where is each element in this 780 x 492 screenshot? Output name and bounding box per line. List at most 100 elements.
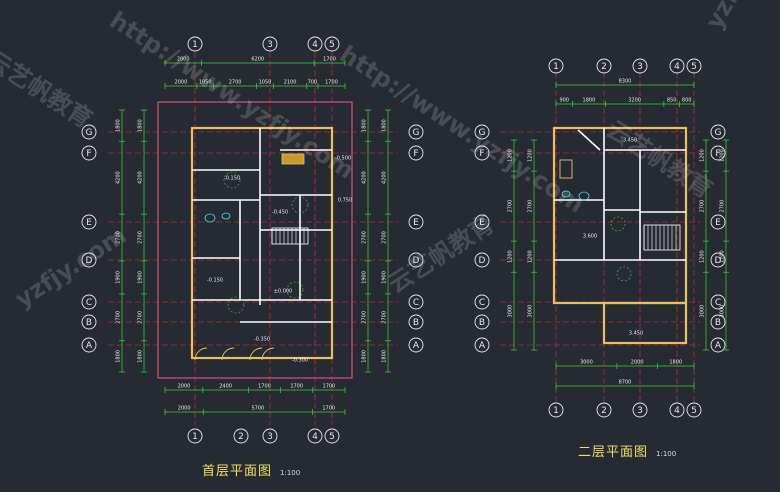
- second-balcony-wall: [602, 301, 688, 345]
- second-row-bubble-right-F-circle: [710, 145, 726, 161]
- ground-col-bubble-bottom-5-circle: [324, 428, 340, 444]
- ground-col-bubble-top-4-text: 4: [312, 40, 318, 50]
- ground-toilet-icon: [204, 213, 216, 223]
- second-row-bubble-left-F-circle: [474, 145, 490, 161]
- ground-col-bubble-bottom-4-circle: [307, 428, 323, 444]
- second-level-label: 3.600: [583, 234, 597, 240]
- second-col-bubble-bottom-3-circle: [632, 402, 648, 418]
- second-col-bubble-top-1-circle: [548, 58, 564, 74]
- second-row-bubble-left-A-circle: [474, 337, 490, 353]
- ground-door-swing: [249, 347, 263, 361]
- ground-row-bubble-left-A-circle: [81, 337, 97, 353]
- second-row-bubble-left-D-text: D: [479, 256, 486, 266]
- ground-row-bubble-right-G-circle: [408, 124, 424, 140]
- second-row-bubble-left-A-text: A: [479, 341, 486, 351]
- ground-level-label: -0.450: [272, 210, 288, 216]
- ground-area-marker: [286, 281, 304, 299]
- ground-row-bubble-right-C-text: C: [413, 298, 419, 308]
- second-dim-top-inner-label: 900: [559, 98, 569, 104]
- ground-kitchen-counter: [281, 153, 305, 165]
- ground-level-label: ±0.000: [274, 289, 293, 295]
- ground-row-bubble-right-A-text: A: [413, 341, 420, 351]
- ground-dim-top-inner-label: 1050: [199, 80, 212, 86]
- ground-floor-scale: 1:100: [280, 469, 301, 477]
- ground-dim-right-inner-label: 4200: [362, 171, 368, 184]
- ground-row-bubble-right-C-circle: [408, 294, 424, 310]
- ground-row-bubble-left-B-circle: [81, 314, 97, 330]
- second-col-bubble-top-4-text: 4: [674, 62, 680, 72]
- second-area-marker: [610, 216, 626, 232]
- second-row-bubble-left-D-circle: [474, 252, 490, 268]
- second-row-bubble-right-C-text: C: [715, 298, 721, 308]
- ground-dim-bottom-inner-label: 2400: [219, 384, 232, 390]
- ground-dim-bottom-outer-label: 1700: [322, 406, 335, 412]
- second-basin-icon: [561, 190, 571, 198]
- second-dim-right-outer-label: 1200: [720, 149, 726, 162]
- second-col-bubble-top-5-circle: [686, 58, 702, 74]
- ground-area-marker: [223, 171, 241, 189]
- ground-dim-bottom-outer-label: 5700: [252, 406, 265, 412]
- second-row-bubble-left-B-text: B: [479, 318, 485, 328]
- ground-col-bubble-top-5-text: 5: [329, 40, 335, 50]
- ground-dim-right-inner-label: 1800: [362, 350, 368, 363]
- ground-col-bubble-top-1-circle: [187, 36, 203, 52]
- second-row-bubble-right-B-circle: [710, 314, 726, 330]
- ground-col-bubble-top-1-text: 1: [192, 40, 198, 50]
- ground-col-bubble-top-3-circle: [262, 36, 278, 52]
- ground-dim-left-outer-label: 2700: [116, 231, 122, 244]
- second-dim-bottom-inner-label: 1800: [669, 360, 682, 366]
- ground-dim-right-inner-label: 1900: [362, 271, 368, 284]
- second-area-marker: [616, 266, 632, 282]
- second-col-bubble-top-2-text: 2: [601, 62, 607, 72]
- second-dim-right-inner-label: 3000: [700, 305, 706, 318]
- ground-stair: [271, 227, 309, 245]
- ground-door-swing: [194, 347, 208, 361]
- second-bathtub-icon: [559, 159, 573, 179]
- ground-col-bubble-bottom-2-text: 2: [238, 432, 244, 442]
- ground-dim-left-outer-label: 2700: [116, 311, 122, 324]
- ground-floor-title-text: 首层平面图: [202, 464, 273, 479]
- second-dim-left-outer-label: 1200: [508, 250, 514, 263]
- ground-col-bubble-top-4-circle: [307, 36, 323, 52]
- second-dim-right-outer-label: 2700: [720, 200, 726, 213]
- ground-col-bubble-bottom-2-circle: [233, 428, 249, 444]
- ground-dim-top-inner-label: 700: [308, 80, 318, 86]
- ground-dim-left-outer-label: 1900: [116, 271, 122, 284]
- ground-dim-right-inner-label: 2700: [362, 231, 368, 244]
- second-floor-title-text: 二层平面图: [578, 445, 649, 460]
- ground-dim-top-inner-label: 2100: [284, 80, 297, 86]
- ground-row-bubble-right-E-circle: [408, 214, 424, 230]
- ground-dim-left-outer-label: 1800: [116, 350, 122, 363]
- second-col-bubble-top-2-circle: [596, 58, 612, 74]
- second-col-bubble-top-3-circle: [632, 58, 648, 74]
- ground-row-bubble-right-D-text: D: [413, 256, 420, 266]
- ground-basin-icon: [221, 212, 231, 220]
- second-row-bubble-right-A-circle: [710, 337, 726, 353]
- ground-level-label: -0.300: [292, 358, 308, 364]
- second-col-bubble-top-1-text: 1: [553, 62, 559, 72]
- ground-row-bubble-right-F-text: F: [413, 149, 418, 159]
- second-row-bubble-right-G-text: G: [715, 128, 722, 138]
- second-level-label: 3.450: [623, 138, 637, 144]
- second-col-bubble-top-3-text: 3: [637, 62, 643, 72]
- ground-row-bubble-right-E-text: E: [413, 218, 419, 228]
- ground-dim-right-inner-label: 2700: [362, 311, 368, 324]
- ground-area-marker: [291, 196, 309, 214]
- second-col-bubble-bottom-1-text: 1: [553, 406, 559, 416]
- second-exterior-wall: [552, 126, 688, 305]
- second-dim-top-inner-label: 1800: [583, 98, 596, 104]
- ground-col-bubble-bottom-3-text: 3: [267, 432, 273, 442]
- second-row-bubble-left-C-circle: [474, 294, 490, 310]
- second-interior-wall: [577, 129, 601, 151]
- ground-dim-top-outer-label: 1700: [323, 57, 336, 63]
- second-dim-bottom-outer-label: 8700: [619, 380, 632, 386]
- ground-door-swing: [261, 347, 275, 361]
- second-level-label: 3.450: [629, 331, 643, 337]
- ground-level-label: -0.150: [224, 176, 240, 182]
- second-col-bubble-bottom-2-text: 2: [601, 406, 607, 416]
- second-dim-right-inner-label: 1200: [700, 250, 706, 263]
- ground-dim-bottom-inner-label: 1700: [258, 384, 271, 390]
- second-row-bubble-right-C-circle: [710, 294, 726, 310]
